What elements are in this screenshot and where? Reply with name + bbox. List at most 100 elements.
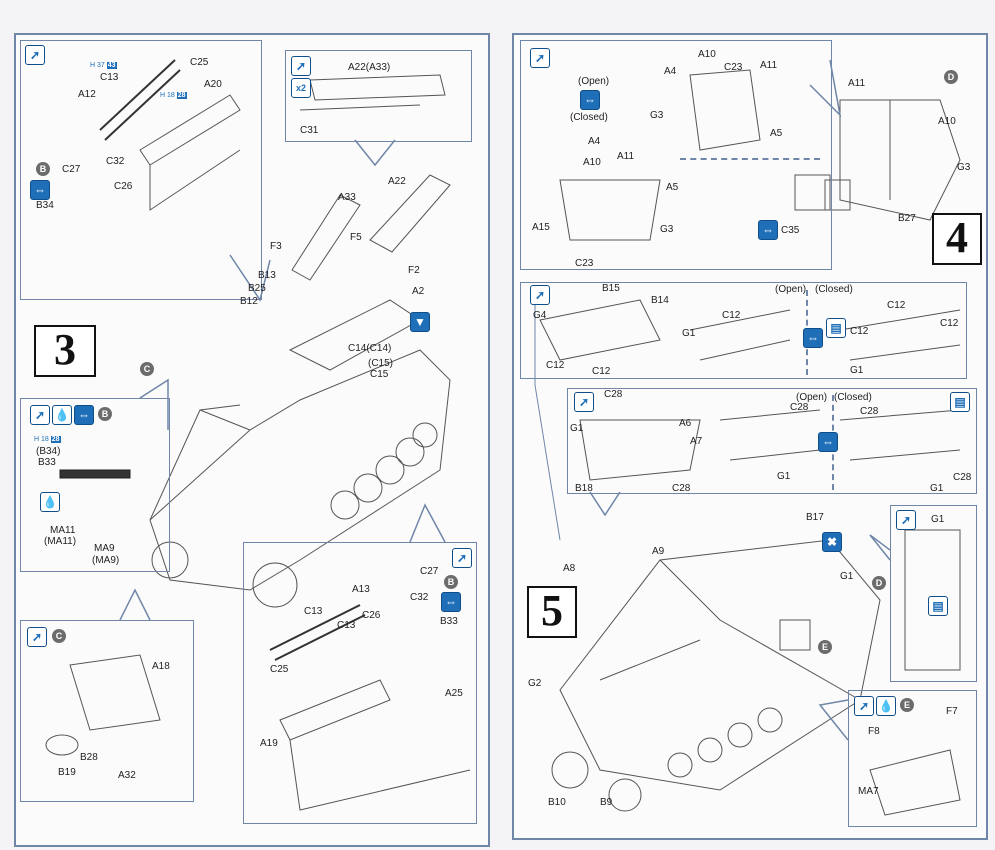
inset-4 bbox=[520, 40, 832, 270]
part-label: A10 bbox=[938, 116, 956, 127]
part-label: G1 bbox=[850, 365, 864, 376]
option-icon: ⇔ bbox=[818, 432, 838, 452]
badge-e: E bbox=[900, 698, 914, 712]
part-label: G1 bbox=[777, 471, 791, 482]
glue-icon: ➚ bbox=[25, 45, 45, 65]
part-label: G1 bbox=[931, 514, 945, 525]
part-label: A18 bbox=[152, 661, 170, 672]
part-label: A25 bbox=[445, 688, 463, 699]
part-label: (MA9) bbox=[92, 555, 120, 566]
open-label: (Open) bbox=[578, 76, 610, 87]
part-label: C28 bbox=[953, 472, 972, 483]
inset-5d bbox=[848, 690, 977, 827]
option-icon: ⇔ bbox=[30, 180, 50, 200]
part-label: C25 bbox=[190, 57, 209, 68]
part-label: F3 bbox=[270, 241, 282, 252]
part-label: G2 bbox=[528, 678, 542, 689]
option-icon: ⇔ bbox=[441, 592, 461, 612]
part-label: A4 bbox=[588, 136, 601, 147]
part-label: A20 bbox=[204, 79, 222, 90]
glue-icon: ➚ bbox=[291, 56, 311, 76]
storage-bin-a33 bbox=[291, 194, 361, 281]
part-label: A11 bbox=[760, 60, 778, 71]
part-label: (B34) bbox=[36, 446, 61, 457]
part-label: C12 bbox=[722, 310, 741, 321]
part-label: C32 bbox=[106, 156, 125, 167]
wheel bbox=[151, 541, 189, 579]
part-label: G1 bbox=[840, 571, 854, 582]
badge-e: E bbox=[818, 640, 832, 654]
part-label: C13 bbox=[337, 620, 356, 631]
paint-drop-icon: 💧 bbox=[876, 696, 896, 716]
part-label: A5 bbox=[770, 128, 783, 139]
part-label: B25 bbox=[248, 283, 266, 294]
part-label: B12 bbox=[240, 296, 258, 307]
part-label: A7 bbox=[690, 436, 703, 447]
option-icon: ⇔ bbox=[580, 90, 600, 110]
part-label: (MA11) bbox=[44, 536, 77, 547]
glue-icon: ➚ bbox=[30, 405, 50, 425]
inset-3a bbox=[20, 40, 262, 300]
part-label: B15 bbox=[602, 283, 620, 294]
glue-icon: ➚ bbox=[530, 48, 550, 68]
badge-c: C bbox=[140, 362, 154, 376]
part-label: A5 bbox=[666, 182, 679, 193]
part-label: A11 bbox=[848, 78, 866, 89]
part-label: G3 bbox=[660, 224, 674, 235]
part-label: A19 bbox=[260, 738, 278, 749]
badge-d: D bbox=[872, 576, 886, 590]
decal-icon: ▤ bbox=[928, 596, 948, 616]
step-number-3: 3 bbox=[34, 325, 96, 377]
hull-side bbox=[149, 404, 251, 521]
badge-d: D bbox=[944, 70, 958, 84]
part-label: B28 bbox=[80, 752, 98, 763]
paint-ref: H 18 28 bbox=[34, 436, 61, 443]
part-label: A32 bbox=[118, 770, 136, 781]
part-label: G1 bbox=[930, 483, 944, 494]
decal-icon: ▤ bbox=[950, 392, 970, 412]
part-label: C27 bbox=[420, 566, 439, 577]
inset-3c bbox=[20, 398, 170, 572]
part-label: F2 bbox=[408, 265, 420, 276]
part-label: A4 bbox=[664, 66, 677, 77]
part-label: A10 bbox=[583, 157, 601, 168]
paint-ref: H 18 28 bbox=[160, 92, 187, 99]
remove-part-icon: ▼ bbox=[410, 312, 430, 332]
paint-ref: H 37 43 bbox=[90, 62, 117, 69]
inset-5b bbox=[567, 388, 977, 494]
badge-b: B bbox=[444, 575, 458, 589]
x2-icon: x2 bbox=[291, 78, 311, 98]
glue-icon: ➚ bbox=[854, 696, 874, 716]
badge-b: B bbox=[36, 162, 50, 176]
part-label: C15 bbox=[370, 369, 389, 380]
inset-5c bbox=[890, 505, 977, 682]
closed-label: (Closed) bbox=[570, 112, 608, 123]
glue-icon: ➚ bbox=[896, 510, 916, 530]
part-label: B10 bbox=[548, 797, 566, 808]
part-label: B19 bbox=[58, 767, 76, 778]
paint-drop-icon: 💧 bbox=[52, 405, 72, 425]
part-label: B14 bbox=[651, 295, 669, 306]
part-label: B33 bbox=[38, 457, 56, 468]
part-label: A12 bbox=[78, 89, 96, 100]
paint-drop-icon: 💧 bbox=[40, 492, 60, 512]
part-label: C14(C14) bbox=[348, 343, 392, 354]
closed-label: (Closed) bbox=[834, 392, 872, 403]
part-label: A33 bbox=[338, 192, 356, 203]
option-icon: ⇔ bbox=[803, 328, 823, 348]
part-label: MA7 bbox=[858, 786, 879, 797]
hull-5 bbox=[559, 539, 881, 791]
part-label: C28 bbox=[790, 402, 809, 413]
seat-back-a20 bbox=[139, 94, 241, 211]
part-label: A22 bbox=[388, 176, 406, 187]
storage-bin-a22 bbox=[369, 174, 451, 253]
part-label: B9 bbox=[600, 797, 613, 808]
part-label: C12 bbox=[887, 300, 906, 311]
part-label: C25 bbox=[270, 664, 289, 675]
part-label: B13 bbox=[258, 270, 276, 281]
step-number-4: 4 bbox=[932, 213, 982, 265]
part-label: G1 bbox=[682, 328, 696, 339]
inset-5a bbox=[520, 282, 967, 379]
step-number-5: 5 bbox=[527, 586, 577, 638]
